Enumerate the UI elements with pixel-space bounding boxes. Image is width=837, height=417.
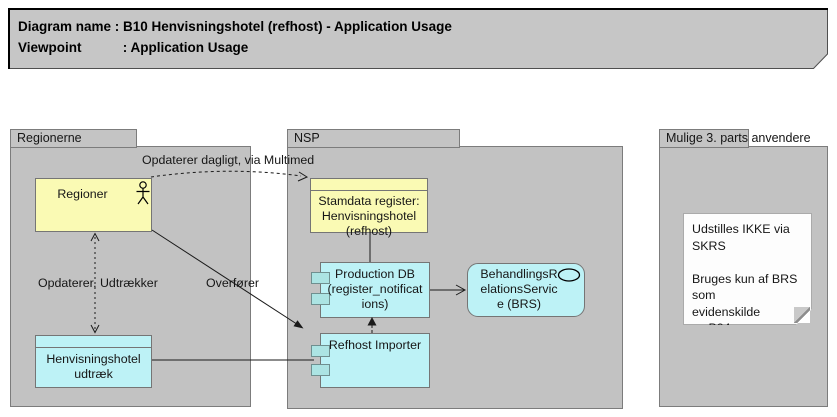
- group-tab-regionerne[interactable]: Regionerne: [10, 129, 137, 148]
- node-production-db-label: Production DB (register_notificat ions): [327, 267, 423, 311]
- node-brs-service[interactable]: BehandlingsR elationsServic e (BRS): [467, 263, 585, 317]
- diagram-title-line1: Diagram name : B10 Henvisningshotel (ref…: [18, 19, 452, 34]
- component-tab-icon: [311, 364, 330, 376]
- connector-label-overfoerer: Overfører: [206, 276, 260, 290]
- node-henvisningshotel-udtraek-label: Henvisningshotel udtræk: [46, 352, 141, 381]
- node-production-db[interactable]: Production DB (register_notificat ions): [311, 262, 430, 318]
- node-refhost-importer-label: Refhost Importer: [328, 338, 422, 352]
- data-object-bar-icon: [311, 179, 427, 191]
- diagram-title-block: Diagram name : B10 Henvisningshotel (ref…: [8, 8, 826, 58]
- component-tab-icon: [311, 272, 330, 284]
- node-stamdata-register[interactable]: Stamdata register: Henvisningshotel (ref…: [310, 178, 428, 238]
- group-label-nsp: NSP: [294, 131, 320, 145]
- component-tab-icon: [311, 293, 330, 305]
- node-henvisningshotel-udtraek[interactable]: Henvisningshotel udtræk: [35, 335, 152, 388]
- group-tab-mulige-3-parts[interactable]: Mulige 3. parts anvendere: [659, 129, 811, 148]
- node-brs-service-label: BehandlingsR elationsServic e (BRS): [480, 267, 558, 311]
- connector-label-multimed: Opdaterer dagligt, via Multimed: [142, 153, 315, 167]
- component-tab-icon: [311, 345, 330, 357]
- note-annotation[interactable]: Udstilles IKKE via SKRS Bruges kun af BR…: [683, 213, 812, 325]
- note-fold-icon: [794, 307, 810, 323]
- node-regioner-label: Regioner: [57, 187, 108, 201]
- group-label-regionerne: Regionerne: [17, 131, 82, 145]
- note-text: Udstilles IKKE via SKRS Bruges kun af BR…: [692, 222, 798, 319]
- data-object-bar-icon: [36, 336, 151, 348]
- diagram-title-line2: Viewpoint : Application Usage: [18, 40, 249, 55]
- node-stamdata-register-label: Stamdata register: Henvisningshotel (ref…: [318, 194, 420, 238]
- node-regioner[interactable]: Regioner: [35, 178, 152, 232]
- node-refhost-importer[interactable]: Refhost Importer: [311, 333, 430, 388]
- group-label-mulige-3-parts: Mulige 3. parts anvendere: [666, 131, 811, 145]
- connector-label-opdaterer-udtraekker: Opdaterer, Udtrækker: [38, 276, 158, 290]
- group-tab-nsp[interactable]: NSP: [287, 129, 460, 148]
